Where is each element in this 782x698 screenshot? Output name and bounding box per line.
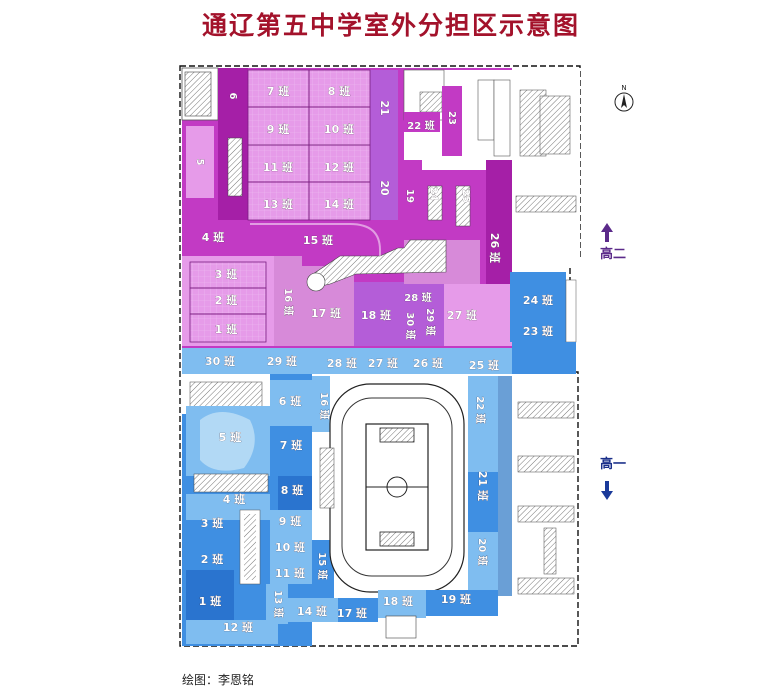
zone-label-m8: 8 班 [328,84,350,98]
south-zones [182,374,575,646]
zone-label-b10: 10 班 [275,540,305,554]
middle-band [182,342,576,374]
zone-label-m23b: 23 班 [523,324,553,338]
zone-label-b15: 15 班 [316,552,329,579]
zone-label-b21: 21 班 [476,471,490,501]
zone-label-m20: 20 [378,180,391,196]
north-zones [181,67,580,348]
zone-label-b27: 27 班 [368,356,398,370]
zone-label-b30: 30 班 [205,354,235,368]
author-credit: 绘图：李恩铭 [182,673,255,687]
legend-grade1: 高一 [600,456,626,500]
legend-grade1-label: 高一 [600,456,626,472]
zone-label-m4: 4 班 [202,230,224,244]
zone-label-b29: 29 班 [267,354,297,368]
zone-label-b17: 17 班 [337,606,367,620]
zone-labels: 6 7 班 8 班 9 班 10 班 11 班 12 班 13 班 14 班 5 4 班 15 班 3 … [194,84,553,634]
zone-label-m28: 28 班 [404,291,431,304]
zone-label-b6: 6 班 [279,394,301,408]
zone-label-m19: 19 [404,189,415,203]
zone-label-m5: 5 [194,159,205,166]
legend-grade2-label: 高二 [600,246,626,262]
zone-label-b19: 19 班 [441,592,471,606]
zone-label-b22: 22 班 [474,396,487,423]
north-arrow-icon: N [614,84,634,112]
zone-label-m1: 1 班 [215,322,237,336]
zone-label-m15: 15 班 [303,233,333,247]
zone-label-b5: 5 班 [219,430,241,444]
zone-label-b14: 14 班 [297,604,327,618]
building-corner [184,71,212,117]
zone-label-m25: 25 [460,189,471,203]
zone-label-m9: 9 班 [267,122,289,136]
zone-label-m14: 14 班 [324,197,354,211]
zone-label-m24: 24 [428,187,439,201]
zone-label-m11: 11 班 [263,160,293,174]
up-arrow-icon [601,223,613,242]
zone-label-m10: 10 班 [324,122,354,136]
zone-label-m27: 27 班 [447,308,477,322]
zone-label-b12: 12 班 [223,620,253,634]
zone-label-b25: 25 班 [469,358,499,372]
zone-label-m22: 22 班 [407,119,434,132]
zone-label-b13: 13 班 [272,590,285,617]
down-arrow-icon [601,481,613,500]
map-title: 通辽第五中学室外分担区示意图 [201,11,580,40]
zone-label-m16: 16 班 [282,288,295,315]
zone-label-m12: 12 班 [324,160,354,174]
zone-label-m17: 17 班 [311,306,341,320]
zone-label-m29: 29 班 [424,308,437,335]
zone-label-b3: 3 班 [201,516,223,530]
zone-label-m6a: 6 [227,93,238,100]
zone-label-m21: 21 [378,100,391,115]
zone-label-m24b: 24 班 [523,293,553,307]
building-main-north [309,239,447,289]
zone-label-b1: 1 班 [199,594,221,608]
zone-label-m2: 2 班 [215,293,237,307]
zone-label-b8: 8 班 [281,483,303,497]
zone-label-b26: 26 班 [413,356,443,370]
compass-label: N [621,84,626,92]
zone-label-b20: 20 班 [476,538,489,565]
zone-label-m30: 30 班 [404,312,417,339]
zone-label-b28: 28 班 [327,356,357,370]
zone-label-b11: 11 班 [275,566,305,580]
zone-label-m13: 13 班 [263,197,293,211]
legend-grade2: 高二 [600,223,626,262]
zone-label-m18: 18 班 [361,308,391,322]
zone-label-m7: 7 班 [267,84,289,98]
zone-label-b18: 18 班 [383,594,413,608]
zone-label-b2: 2 班 [201,552,223,566]
zone-label-m23: 23 [446,111,457,125]
zone-label-b7: 7 班 [280,438,302,452]
zone-label-b16: 16 班 [318,392,331,419]
zone-label-m26: 26 班 [488,233,502,263]
zone-label-m3: 3 班 [215,267,237,281]
zone-label-b4: 4 班 [223,492,245,506]
zone-label-b9: 9 班 [279,514,301,528]
